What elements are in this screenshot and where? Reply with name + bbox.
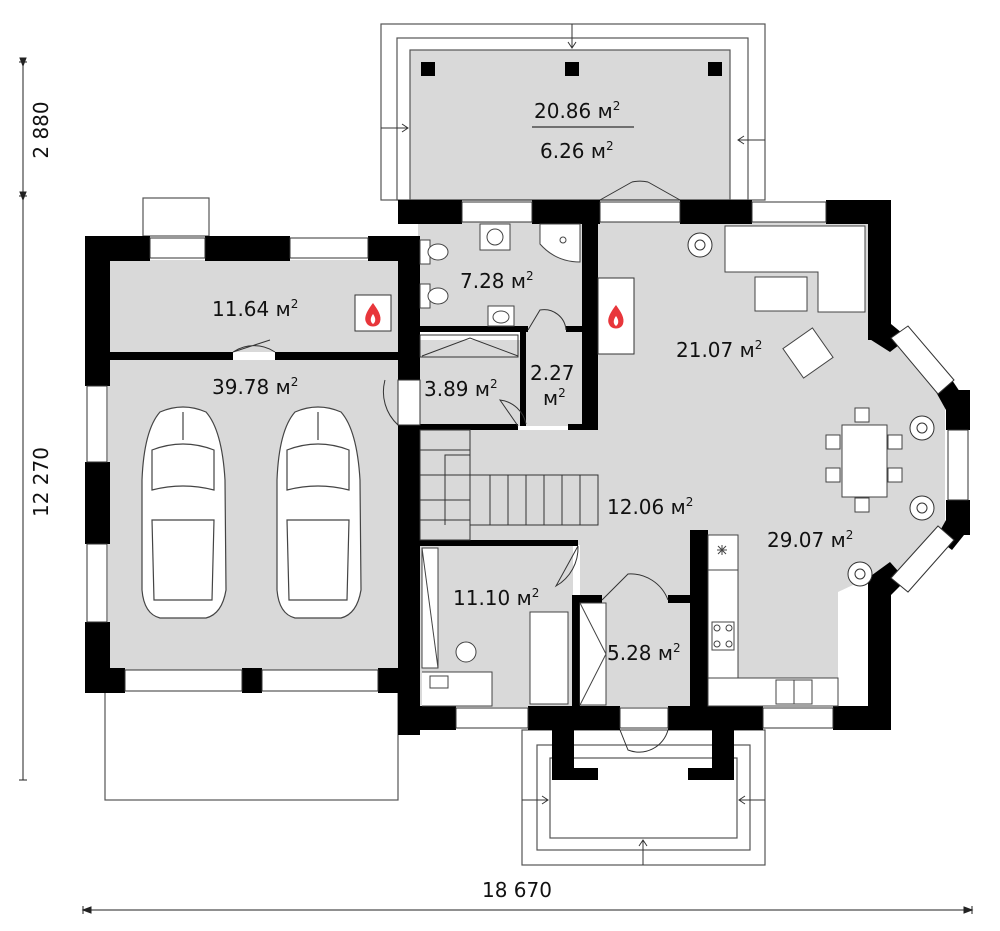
svg-text:7.28 м2: 7.28 м2 bbox=[460, 269, 534, 293]
windows bbox=[86, 201, 969, 729]
svg-text:11.64 м2: 11.64 м2 bbox=[212, 297, 298, 321]
stairs bbox=[419, 334, 599, 541]
doors bbox=[232, 180, 681, 753]
car-icon bbox=[276, 406, 362, 619]
terrace-posts bbox=[421, 62, 722, 76]
room-area-pantry: 3.89 м bbox=[424, 377, 490, 401]
room-area-wardrobe: 5.28 м bbox=[607, 641, 673, 665]
svg-text:м2: м2 bbox=[543, 386, 566, 410]
dimension-lines bbox=[19, 57, 974, 914]
chair-icon bbox=[455, 641, 477, 663]
svg-text:3.89 м2: 3.89 м2 bbox=[424, 377, 498, 401]
living-furniture bbox=[724, 225, 903, 513]
room-area-closet-unit: м bbox=[543, 386, 558, 410]
arrow-icon bbox=[381, 24, 765, 865]
walls bbox=[85, 200, 970, 780]
room-area-hall: 12.06 м bbox=[607, 495, 686, 519]
sink-icon bbox=[479, 223, 511, 251]
room-area-office: 11.10 м bbox=[453, 586, 532, 610]
room-area-terrace: 20.86 м bbox=[534, 99, 613, 123]
chair-icon bbox=[782, 327, 834, 379]
dimension-left: 12 270 bbox=[29, 447, 53, 517]
room-area-terrace-open: 6.26 м bbox=[540, 139, 606, 163]
shower-icon bbox=[539, 223, 581, 263]
room-labels: 20.86 м2 6.26 м2 11.64 м2 39.78 м2 7.28 … bbox=[212, 99, 853, 665]
bathroom-fixtures bbox=[419, 223, 581, 327]
plant-icon bbox=[687, 232, 935, 587]
dimension-top-left: 2 880 bbox=[29, 101, 53, 158]
svg-text:6.26 м2: 6.26 м2 bbox=[540, 139, 614, 163]
svg-text:5.28 м2: 5.28 м2 bbox=[607, 641, 681, 665]
svg-text:21.07 м2: 21.07 м2 bbox=[676, 338, 762, 362]
room-area-garage: 39.78 м bbox=[212, 375, 291, 399]
dimension-bottom: 18 670 bbox=[482, 878, 552, 902]
svg-text:39.78 м2: 39.78 м2 bbox=[212, 375, 298, 399]
fireplace-icon bbox=[354, 294, 392, 332]
room-area-bathroom: 7.28 м bbox=[460, 269, 526, 293]
kitchen bbox=[707, 534, 839, 707]
room-area-living: 21.07 м bbox=[676, 338, 755, 362]
room-area-boiler: 11.64 м bbox=[212, 297, 291, 321]
svg-text:20.86 м2: 20.86 м2 bbox=[534, 99, 620, 123]
fireplace-icon bbox=[597, 277, 635, 355]
office-furniture bbox=[421, 547, 607, 707]
toilet-icon bbox=[419, 239, 449, 309]
svg-text:12.06 м2: 12.06 м2 bbox=[607, 495, 693, 519]
car-icon bbox=[141, 406, 227, 619]
svg-text:29.07 м2: 29.07 м2 bbox=[767, 528, 853, 552]
room-area-dining: 29.07 м bbox=[767, 528, 846, 552]
room-area-closet: 2.27 bbox=[530, 361, 575, 385]
svg-text:11.10 м2: 11.10 м2 bbox=[453, 586, 539, 610]
